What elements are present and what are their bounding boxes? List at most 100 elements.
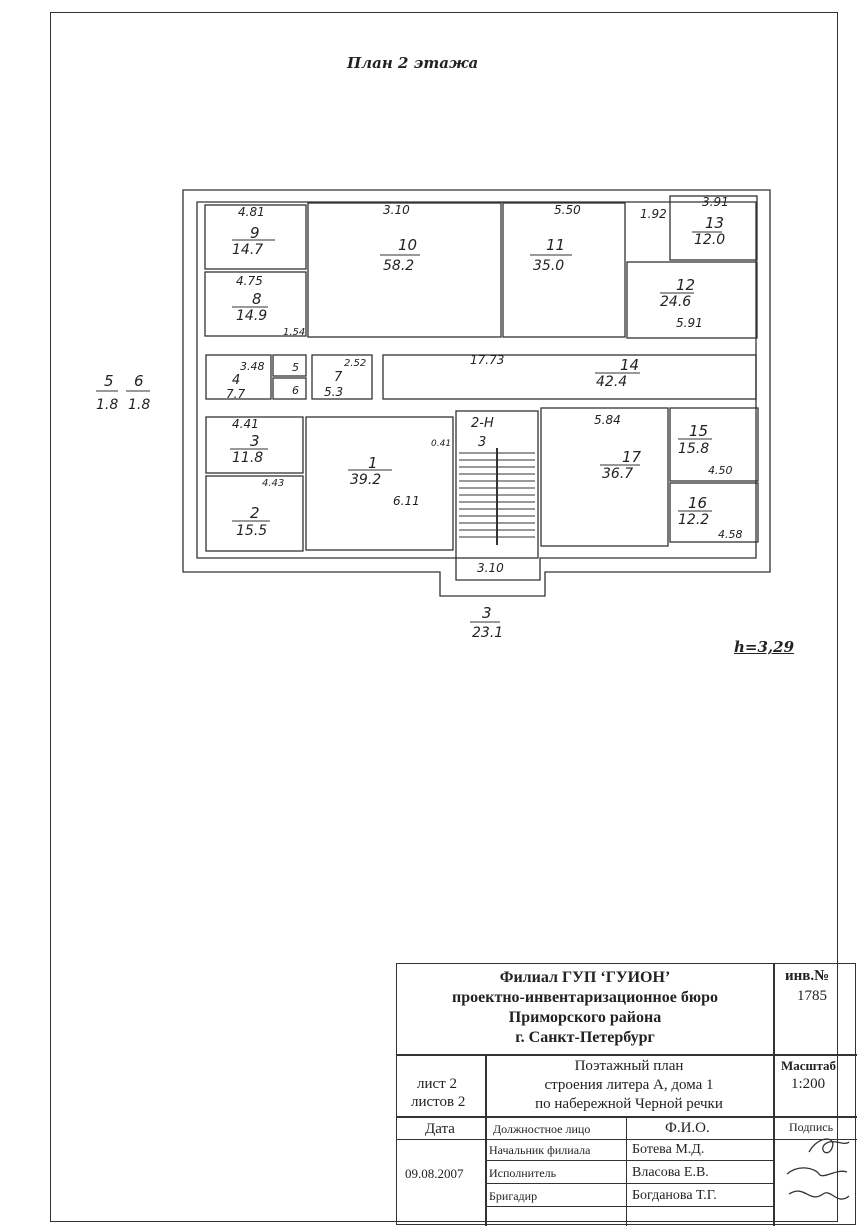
org-line-2: проектно-инвентаризационное бюро (452, 989, 718, 1006)
room-1-number: 1 (368, 454, 378, 472)
room-17-number: 17 (622, 448, 642, 466)
position-header: Должностное лицо (493, 1122, 591, 1136)
sheet-count: листов 2 (411, 1094, 466, 1110)
inventory-number: 1785 (797, 988, 827, 1004)
room-4-outline (205, 354, 272, 400)
stair-outline (455, 410, 539, 559)
stair-label: 3 (478, 435, 486, 450)
room-15-outline (669, 407, 759, 482)
room-3-dim-top: 4.41 (232, 417, 259, 431)
room-13-number: 13 (705, 214, 724, 232)
org-line-3: Приморского района (508, 1009, 662, 1026)
room-4-dim-top: 3.48 (240, 360, 265, 373)
room-16-area: 12.2 (678, 512, 709, 528)
room-1-dim-small: 0.41 (431, 439, 451, 449)
side-room-6-number: 6 (134, 372, 144, 390)
room-11-number: 11 (546, 236, 565, 254)
room-10-outline (307, 202, 502, 338)
room-17-outline (540, 407, 669, 547)
org-line-4: г. Санкт-Петербург (515, 1029, 655, 1046)
name-3: Богданова Т.Г. (632, 1188, 717, 1203)
room-10-number: 10 (398, 236, 417, 254)
room-1-area: 39.2 (350, 472, 381, 488)
room-8-outline (204, 271, 307, 337)
room-7-number: 7 (334, 370, 343, 385)
drawing-frame (50, 12, 838, 1222)
room-17-dim-top: 5.84 (594, 413, 621, 427)
room-12-dim-bottom: 5.91 (676, 316, 703, 330)
inner-wall (196, 201, 757, 581)
room-9-outline (204, 204, 307, 270)
room-7-area: 5.3 (324, 385, 343, 399)
room-2-area: 15.5 (236, 523, 267, 539)
room-14-dim-top: 17.73 (470, 353, 504, 367)
room-7-dim-top: 2.52 (344, 358, 366, 369)
room-17-area: 36.7 (602, 466, 633, 482)
stair-width: 3.10 (477, 561, 504, 575)
room-14-number: 14 (620, 356, 639, 374)
room-1-dim: 6.11 (393, 494, 420, 508)
stair-treads (459, 448, 535, 545)
room-12-number: 12 (676, 276, 695, 294)
room-15-area: 15.8 (678, 441, 709, 457)
room-3-area: 11.8 (232, 450, 263, 466)
room-11-dim-top: 5.50 (554, 203, 581, 217)
scale-label: Масштаб (781, 1058, 837, 1073)
room-15-dim-bottom: 4.50 (708, 464, 733, 477)
name-1: Ботева М.Д. (632, 1142, 705, 1157)
name-header: Ф.И.О. (665, 1120, 710, 1136)
stair-total-area: 23.1 (472, 625, 503, 641)
room-6-number: 6 (292, 384, 299, 397)
room-9-dim-top: 4.81 (238, 205, 265, 219)
signature-header: Подпись (789, 1120, 834, 1134)
room-16-dim-bottom: 4.58 (718, 528, 743, 541)
stair-number: 2-Н (471, 416, 494, 431)
room-12-area: 24.6 (660, 294, 691, 310)
side-room-5-area: 1.8 (96, 397, 118, 413)
room-8-dim-top: 4.75 (236, 274, 263, 288)
room-13-dim-top: 3.91 (702, 195, 729, 209)
room-3-number: 3 (250, 432, 260, 450)
org-line-1: Филиал ГУП ‘ГУИОН’ (499, 969, 671, 986)
plan-title: План 2 этажа (347, 54, 479, 72)
room-8-dim-bottom: 1.54 (283, 327, 305, 338)
room-13-area: 12.0 (694, 232, 725, 248)
room-16-number: 16 (688, 494, 707, 512)
room-14-area: 42.4 (596, 374, 627, 390)
room-6-outline (272, 377, 307, 400)
handwritten-signatures (786, 1138, 850, 1200)
room-9-area: 14.7 (232, 242, 263, 258)
room-7-outline (311, 354, 373, 400)
side-room-5-number: 5 (104, 372, 114, 390)
plan-line-2: строения литера А, дома 1 (544, 1077, 714, 1093)
room-2-outline (205, 475, 304, 552)
room-16-outline (669, 482, 759, 543)
room-2-number: 2 (250, 504, 260, 522)
side-room-6-area: 1.8 (128, 397, 150, 413)
title-block: Филиал ГУП ‘ГУИОН’ проектно-инвентаризац… (396, 963, 857, 1226)
name-2: Власова Е.В. (632, 1165, 709, 1180)
plan-line-3: по набережной Черной речки (535, 1096, 723, 1112)
ceiling-height-note: h=3,29 (734, 638, 795, 656)
room-13-outline (669, 195, 758, 261)
room-14-outline (382, 354, 757, 400)
room-1-outline (305, 416, 454, 551)
scale-value: 1:200 (791, 1076, 826, 1092)
room-10-dim-top: 3.10 (383, 203, 410, 217)
room-12-dim-top: 1.92 (640, 207, 667, 221)
room-3-outline (205, 416, 304, 474)
stair-total-number: 3 (482, 604, 492, 622)
room-15-number: 15 (689, 422, 708, 440)
outer-wall (182, 189, 771, 597)
date-header: Дата (425, 1121, 455, 1137)
plan-line-1: Поэтажный план (574, 1058, 684, 1074)
room-8-number: 8 (252, 290, 262, 308)
inventory-label: инв.№ (785, 968, 830, 984)
room-5-outline (272, 354, 307, 377)
room-8-area: 14.9 (236, 308, 267, 324)
position-3: Бригадир (489, 1189, 538, 1203)
room-4-area: 7.7 (226, 387, 245, 401)
sheet-number: лист 2 (417, 1076, 457, 1092)
